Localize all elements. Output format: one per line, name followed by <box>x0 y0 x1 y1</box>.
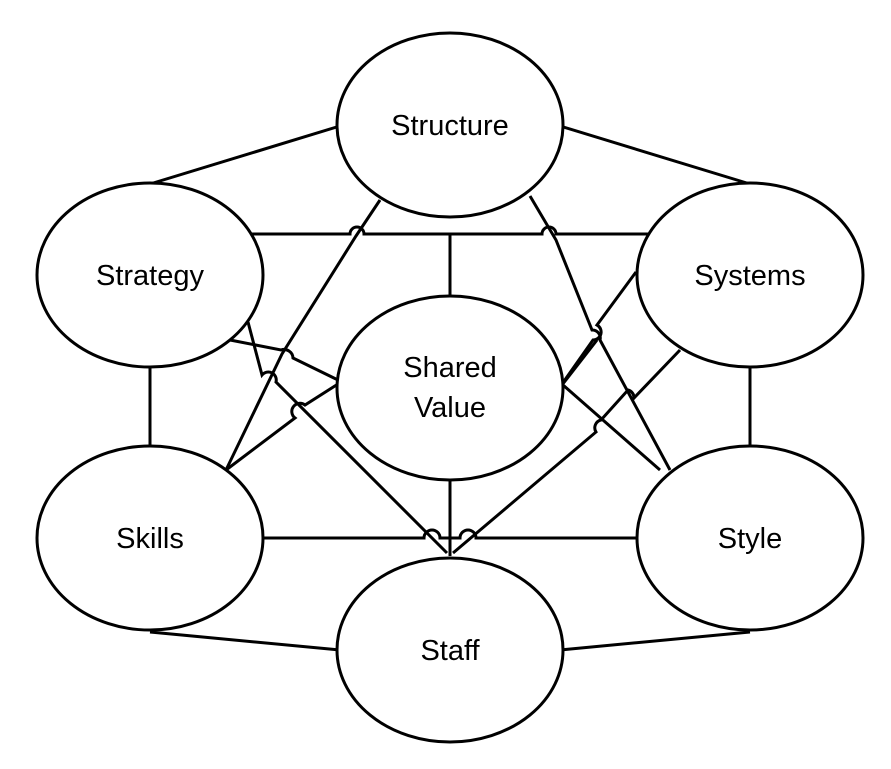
edge-structure-systems <box>559 124 751 186</box>
node-staff-shape <box>335 556 565 744</box>
connectors <box>148 124 752 652</box>
node-staff: Staff <box>335 556 565 744</box>
node-systems-shape <box>635 181 865 369</box>
node-skills: Skills <box>35 444 265 632</box>
node-strategy: Strategy <box>35 181 265 369</box>
edge-style-shared-value <box>562 383 661 472</box>
node-skills-label: Skills <box>116 523 184 555</box>
edge-systems-staff <box>452 348 682 555</box>
edge-structure-strategy <box>149 124 341 186</box>
node-structure-label: Structure <box>391 110 509 142</box>
node-structure-shape <box>335 31 565 219</box>
node-strategy-shape <box>35 181 265 369</box>
node-skills-shape <box>35 444 265 632</box>
node-shared-value-label-line2: Value <box>414 392 486 424</box>
node-shared-value-label-line1: Shared <box>403 352 497 384</box>
node-style-label: Style <box>718 523 782 555</box>
edge-strategy-systems <box>248 225 652 236</box>
node-shared-value-shape <box>335 294 565 482</box>
edge-skills-staff <box>149 630 341 652</box>
node-style-shape <box>635 444 865 632</box>
node-systems-label: Systems <box>694 260 805 292</box>
node-structure: Structure <box>335 31 565 219</box>
edge-style-staff <box>559 630 751 652</box>
edge-strategy-staff <box>246 321 449 555</box>
edge-strategy-shared-value <box>229 338 339 382</box>
edge-structure-style <box>528 195 672 471</box>
edge-systems-shared-value-upper <box>560 271 638 385</box>
node-style: Style <box>635 444 865 632</box>
edge-structure-skills <box>224 199 382 471</box>
node-strategy-label: Strategy <box>96 260 204 292</box>
node-systems: Systems <box>635 181 865 369</box>
node-staff-label: Staff <box>420 635 480 667</box>
node-shared-value: Shared Value <box>335 294 565 482</box>
edge-skills-shared-value <box>225 382 339 472</box>
